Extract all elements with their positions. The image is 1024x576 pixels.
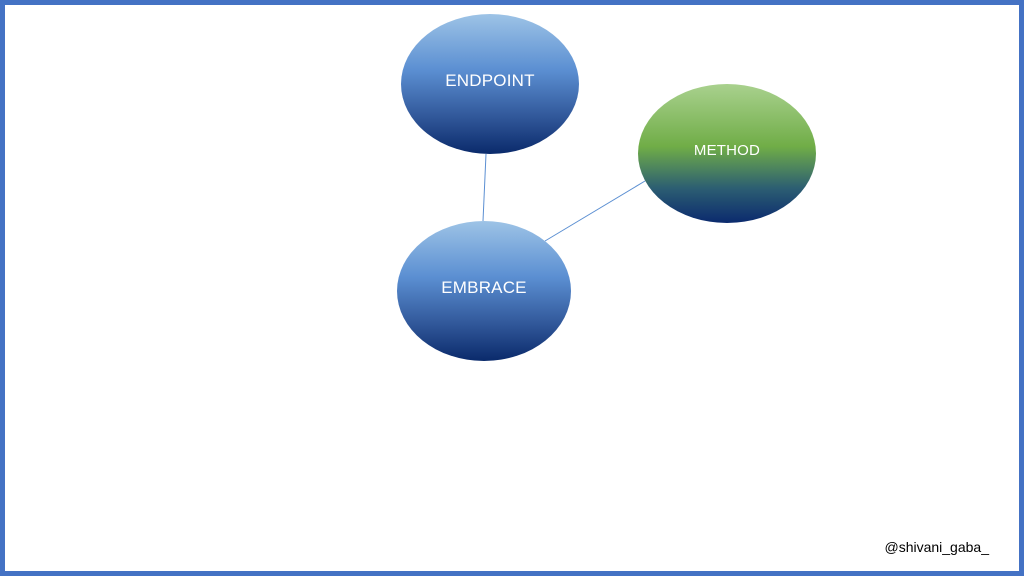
node-embrace: EMBRACE: [397, 221, 571, 361]
node-endpoint: ENDPOINT: [401, 14, 579, 154]
author-handle: @shivani_gaba_: [884, 539, 989, 555]
node-method: METHOD: [638, 84, 816, 223]
connector-lines: [482, 153, 646, 242]
node-label-embrace: EMBRACE: [441, 278, 527, 297]
node-label-method: METHOD: [693, 142, 761, 159]
edge-endpoint-embrace: [482, 153, 487, 222]
edge-method-embrace: [544, 180, 646, 242]
node-label-endpoint: ENDPOINT: [445, 71, 535, 90]
